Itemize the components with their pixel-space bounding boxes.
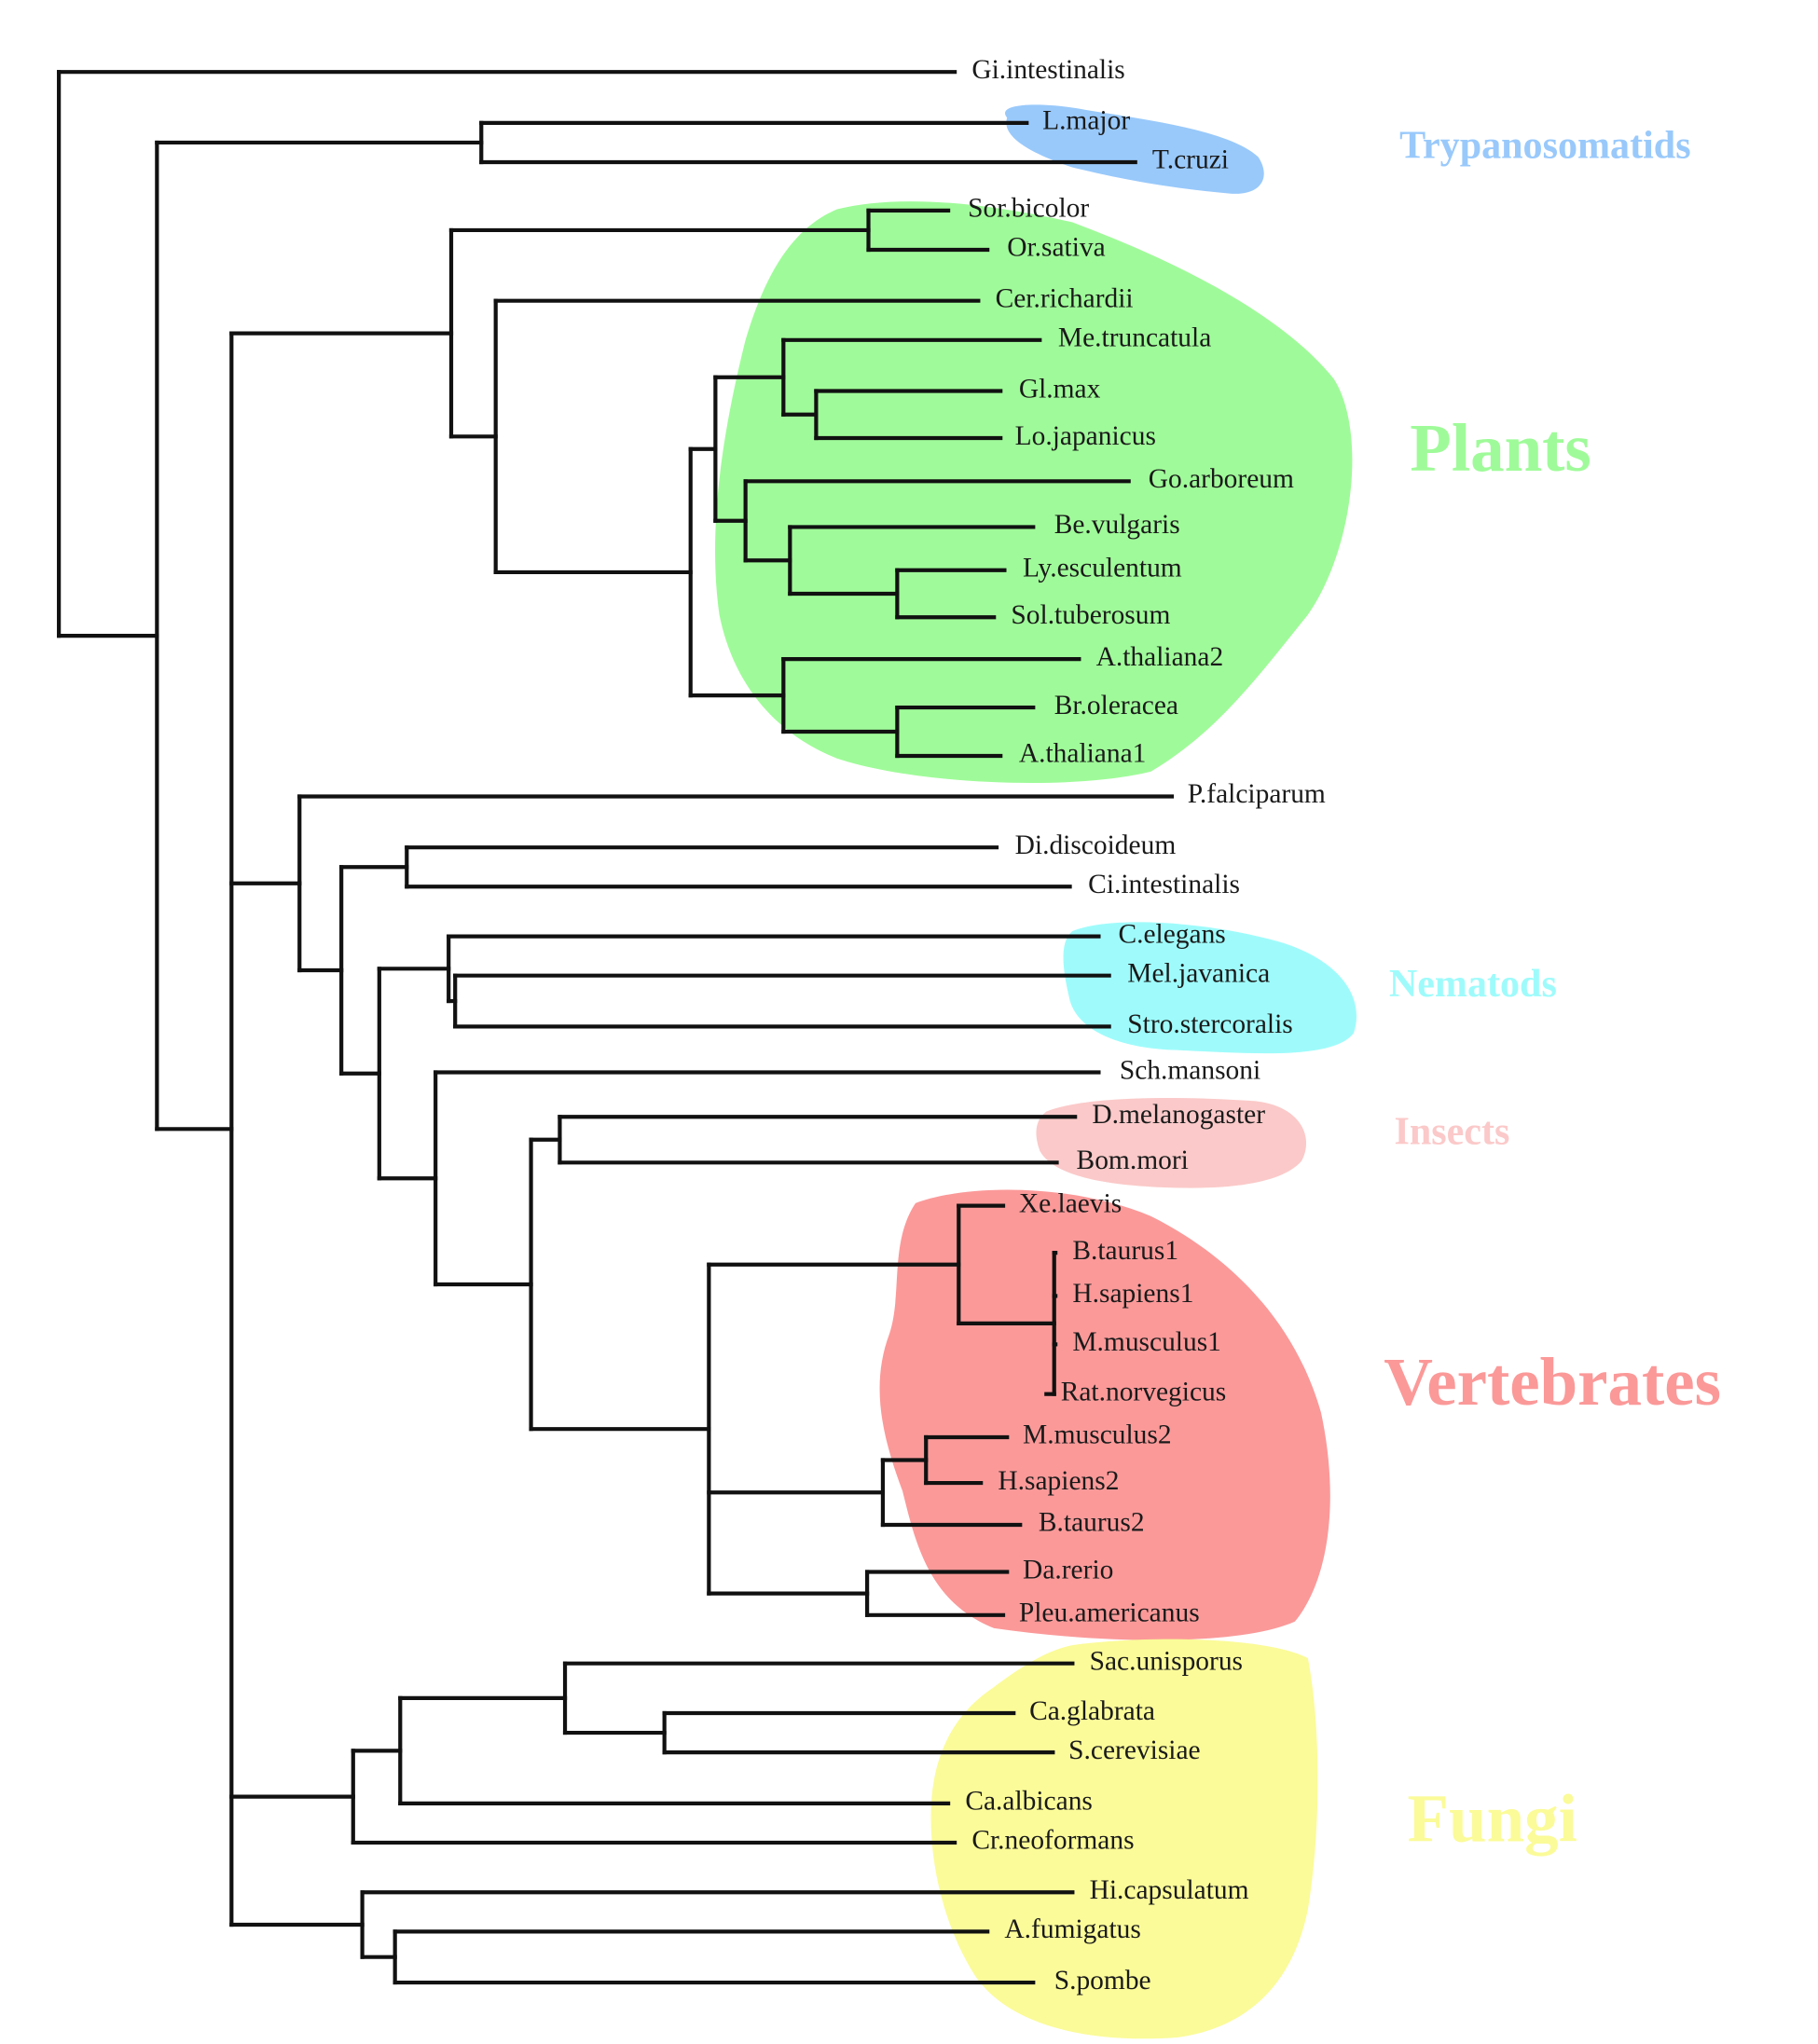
leaf-label: Gl.max — [1019, 374, 1101, 404]
leaf-label: Cr.neoformans — [971, 1826, 1134, 1856]
trypanosomatids-group-label: Trypanosomatids — [1399, 125, 1691, 168]
leaf-label: Be.vulgaris — [1054, 510, 1180, 540]
leaf-label: Cer.richardii — [996, 283, 1134, 313]
fungi-group-label: Fungi — [1407, 1780, 1577, 1856]
leaf-label: B.taurus2 — [1039, 1508, 1145, 1538]
leaf-label: A.fumigatus — [1004, 1914, 1140, 1944]
leaf-label: Sac.unisporus — [1090, 1646, 1243, 1676]
leaf-label: A.thaliana2 — [1096, 642, 1224, 672]
vertebrates-highlight — [879, 1189, 1330, 1640]
leaf-label: Or.sativa — [1007, 233, 1106, 263]
leaf-label: B.taurus1 — [1072, 1236, 1178, 1266]
leaf-label: Gi.intestinalis — [971, 55, 1124, 85]
leaf-label: Ci.intestinalis — [1088, 870, 1240, 899]
nematods-highlight — [1063, 922, 1357, 1054]
leaf-label: Rat.norvegicus — [1061, 1377, 1226, 1406]
leaf-label: H.sapiens1 — [1072, 1279, 1193, 1309]
leaf-label: Me.truncatula — [1058, 323, 1211, 353]
leaf-label: S.pombe — [1054, 1966, 1151, 1996]
insects-group-label: Insects — [1394, 1111, 1509, 1154]
leaf-label: Lo.japanicus — [1015, 421, 1156, 451]
leaf-label: Xe.laevis — [1019, 1188, 1122, 1218]
leaf-label: T.cruzi — [1152, 145, 1229, 175]
leaf-label: Sor.bicolor — [968, 194, 1089, 224]
trypanosomatids-highlight — [1005, 104, 1264, 194]
leaf-label: A.thaliana1 — [1019, 739, 1147, 769]
leaf-label: Br.oleracea — [1054, 691, 1178, 720]
leaf-label: Hi.capsulatum — [1090, 1875, 1249, 1905]
leaf-label: Da.rerio — [1023, 1555, 1113, 1584]
nematods-group-label: Nematods — [1389, 963, 1557, 1006]
leaf-label: D.melanogaster — [1092, 1100, 1265, 1130]
leaf-label: H.sapiens2 — [998, 1466, 1119, 1496]
leaf-label: P.falciparum — [1188, 779, 1326, 809]
plants-group-label: Plants — [1410, 410, 1591, 486]
leaf-label: M.musculus1 — [1072, 1327, 1221, 1357]
leaf-label: M.musculus2 — [1023, 1420, 1172, 1450]
leaf-labels: Gi.intestinalisL.majorT.cruziSor.bicolor… — [965, 55, 1326, 1996]
fungi-highlight — [930, 1639, 1318, 2039]
leaf-label: Ly.esculentum — [1023, 554, 1182, 583]
insects-highlight — [1036, 1098, 1307, 1188]
leaf-label: L.major — [1042, 106, 1130, 136]
leaf-label: Sol.tuberosum — [1011, 600, 1170, 630]
leaf-label: Di.discoideum — [1015, 830, 1177, 860]
leaf-label: Bom.mori — [1077, 1145, 1189, 1175]
leaf-label: Ca.glabrata — [1029, 1696, 1155, 1726]
leaf-label: Sch.mansoni — [1120, 1055, 1260, 1085]
plants-highlight — [715, 201, 1353, 784]
leaf-label: C.elegans — [1118, 919, 1225, 949]
vertebrates-group-label: Vertebrates — [1384, 1344, 1721, 1420]
leaf-label: Ca.albicans — [965, 1787, 1093, 1817]
leaf-label: Mel.javanica — [1127, 958, 1270, 988]
leaf-label: Go.arboreum — [1149, 464, 1294, 494]
group-labels: TrypanosomatidsPlantsNematodsInsectsVert… — [1384, 125, 1721, 1857]
group-highlights — [715, 104, 1357, 2039]
tree-branches — [57, 70, 1175, 1985]
leaf-label: Stro.stercoralis — [1127, 1009, 1292, 1039]
leaf-label: S.cerevisiae — [1068, 1735, 1200, 1765]
leaf-label: Pleu.americanus — [1019, 1598, 1200, 1628]
